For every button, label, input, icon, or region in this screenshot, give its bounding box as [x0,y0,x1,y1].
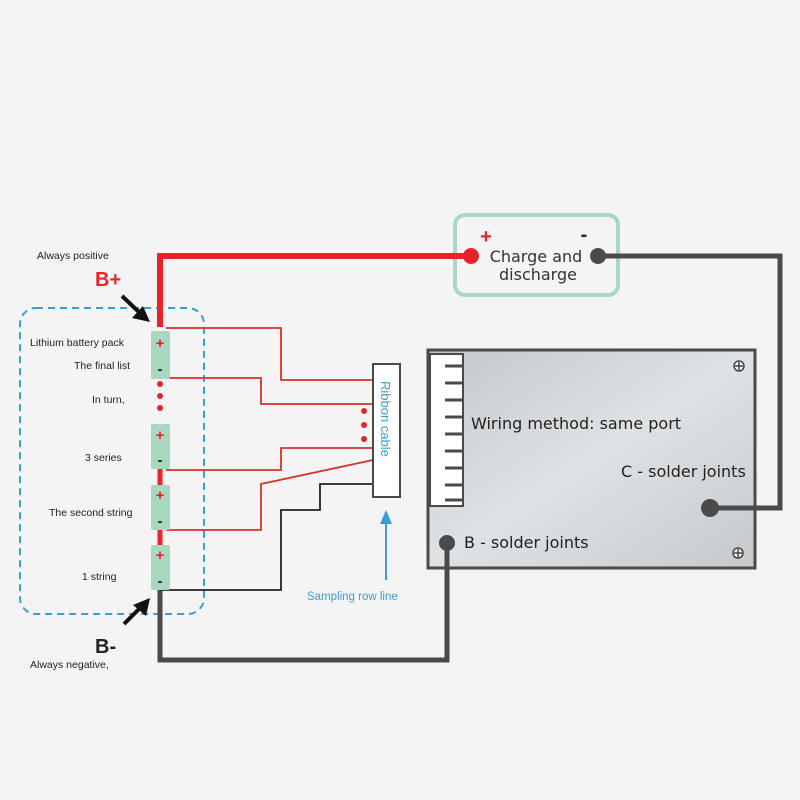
bms-board [426,348,757,570]
continuation-dots-cells [157,381,163,411]
cell-4-plus: + [156,547,165,564]
sense-wire-negative [160,483,373,591]
battery-cell-3 [151,485,170,530]
b-solder-joint [439,535,455,551]
mounting-hole-bottom [732,547,744,559]
wiring-method-label: Wiring method: same port [471,414,681,433]
cell-2-minus: - [158,452,163,469]
lithium-pack-label: Lithium battery pack [30,337,125,349]
b-plus-wire [157,253,471,327]
b-plus-label: B+ [95,269,121,291]
one-string-label: 1 string [82,571,117,583]
ribbon-cable-label: Ribbon cable [378,381,393,457]
charge-plus-sign: + [480,226,492,248]
cell-1-minus: - [158,361,163,378]
battery-cell-4 [151,545,170,590]
charge-minus-sign: - [581,224,588,246]
always-positive-label: Always positive [37,250,109,262]
cell-4-minus: - [158,573,163,590]
b-solder-label: B - solder joints [464,533,589,552]
b-minus-arrow [122,598,150,626]
board-connector [429,353,464,507]
cell-3-minus: - [158,513,163,530]
battery-cell-2 [151,424,170,469]
c-solder-label: C - solder joints [621,462,746,481]
charge-minus-terminal [590,248,606,264]
final-list-label: The final list [74,360,130,372]
battery-pack-frame [19,307,205,615]
b-plus-arrow [120,294,150,322]
three-series-label: 3 series [85,452,122,464]
continuation-dots-ribbon [361,408,367,442]
battery-cell-1 [151,331,170,379]
charge-label-line1: Charge and [490,247,583,266]
charge-plus-terminal [463,248,479,264]
always-negative-label: Always negative, [30,659,109,671]
cell-2-plus: + [156,427,165,444]
b-minus-wire [157,543,450,663]
sampling-arrow-head [380,510,392,524]
b-minus-label: B- [95,636,116,658]
in-turn-label: In turn, [92,394,125,406]
cell-3-plus: + [156,487,165,504]
sampling-row-line-label: Sampling row line [307,591,398,603]
mounting-hole-top [733,360,745,372]
cell-1-plus: + [156,335,165,352]
sense-wires [166,327,374,531]
c-solder-joint [701,499,719,517]
connector-pins [445,364,463,502]
charge-label-line2: discharge [499,265,577,284]
second-string-label: The second string [49,507,133,519]
ribbon-cable-box [372,363,401,498]
c-minus-wire [598,253,783,511]
